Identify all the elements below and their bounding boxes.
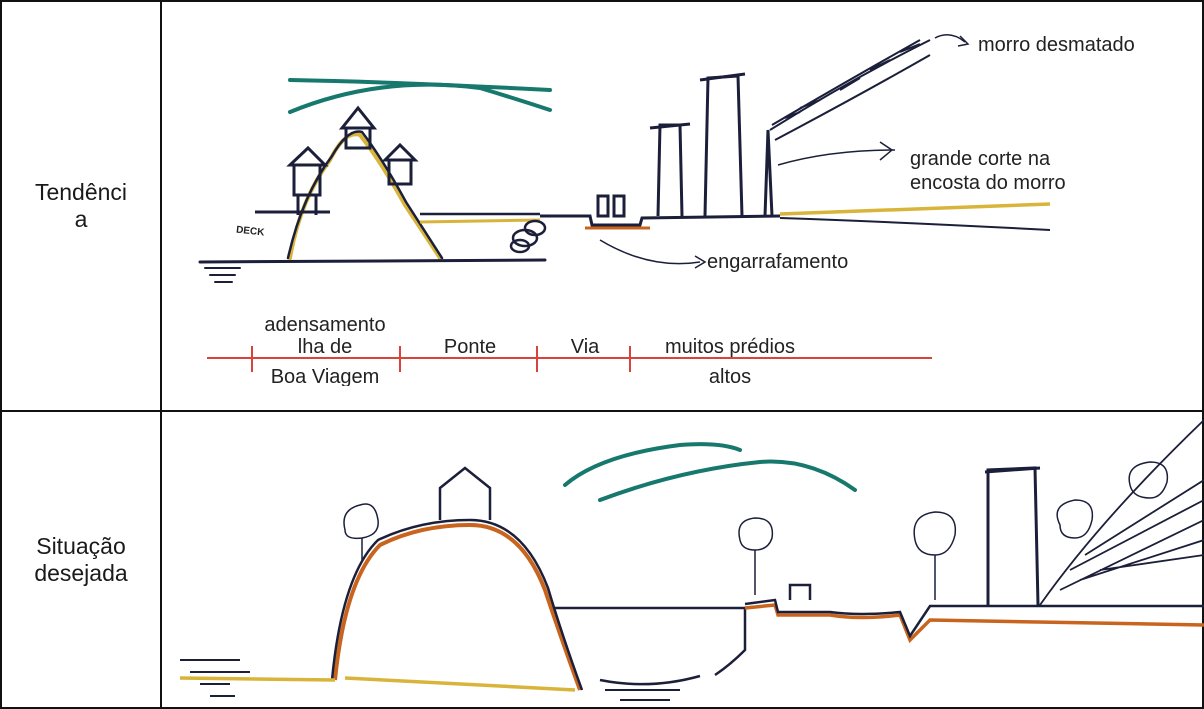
segment-ilha-line1: adensamento [264, 314, 386, 336]
row-label-line1: Situação [36, 533, 126, 559]
island-hill [198, 130, 547, 283]
row-label-desejada: Situação desejada [2, 412, 160, 708]
annotation-morro-desmatado: morro desmatado [978, 34, 1135, 56]
row-label-line2: desejada [34, 560, 128, 586]
hill-2 [330, 466, 584, 691]
sky-strokes [288, 78, 552, 114]
segment-predios-line1: muitos prédios [664, 336, 796, 358]
desejada-sketch [179, 419, 1204, 701]
annotation-corte-line1: grande corte na [910, 148, 1051, 170]
segment-ponte: Ponte [443, 336, 497, 358]
cut-arrow [777, 141, 896, 166]
annotation-engarrafamento: engarrafamento [707, 251, 849, 273]
tendencia-sketch [198, 34, 1051, 372]
row-label-line1: Tendênci [34, 179, 128, 205]
annotation-corte-line2: encosta do morro [910, 172, 1066, 194]
segment-predios-line2: altos [708, 366, 752, 386]
building-2 [984, 466, 1041, 606]
via-road [540, 194, 781, 269]
segment-via: Via [570, 336, 600, 358]
deforested-hill [769, 34, 970, 141]
forested-hill [1039, 419, 1204, 606]
canal [180, 606, 745, 701]
trees [343, 461, 1169, 600]
ground-2 [179, 583, 1204, 692]
stilt-houses [255, 105, 419, 215]
segment-line [207, 346, 932, 372]
row-label-tendencia: Tendênci a [2, 2, 160, 410]
bridge [419, 212, 547, 254]
sky-strokes-2 [563, 442, 857, 502]
segment-ilha-line3: Boa Viagem [270, 366, 380, 386]
annotation-deck: DECK [235, 224, 265, 239]
row-label-line2: a [74, 206, 88, 232]
tall-buildings [649, 72, 774, 217]
segment-ilha-line2: lha de [297, 336, 353, 358]
